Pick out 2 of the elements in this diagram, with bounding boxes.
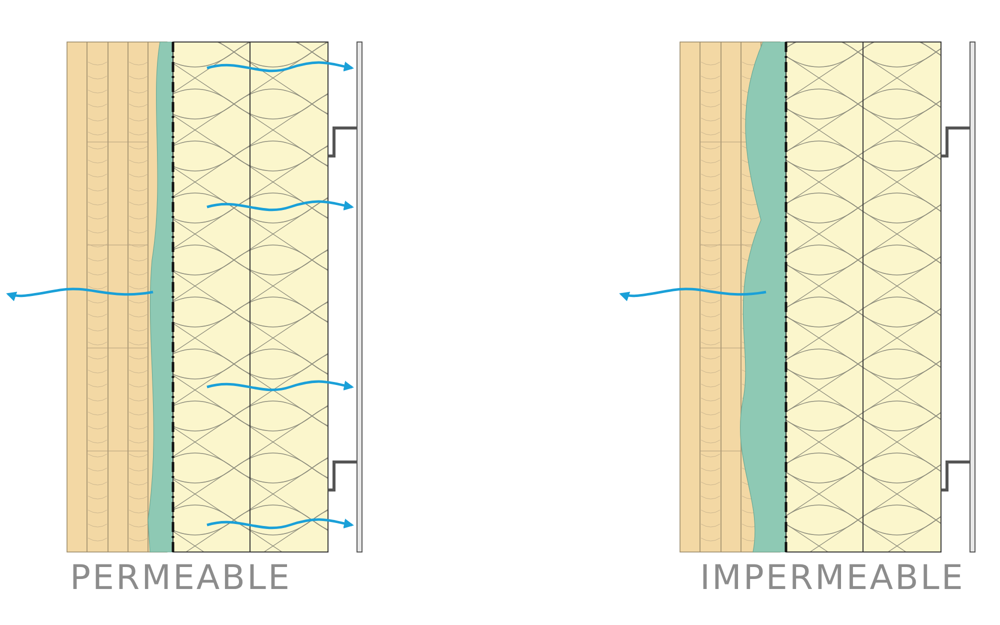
panel-caption: PERMEABLE — [70, 558, 292, 598]
panel-caption: IMPERMEABLE — [700, 558, 965, 598]
